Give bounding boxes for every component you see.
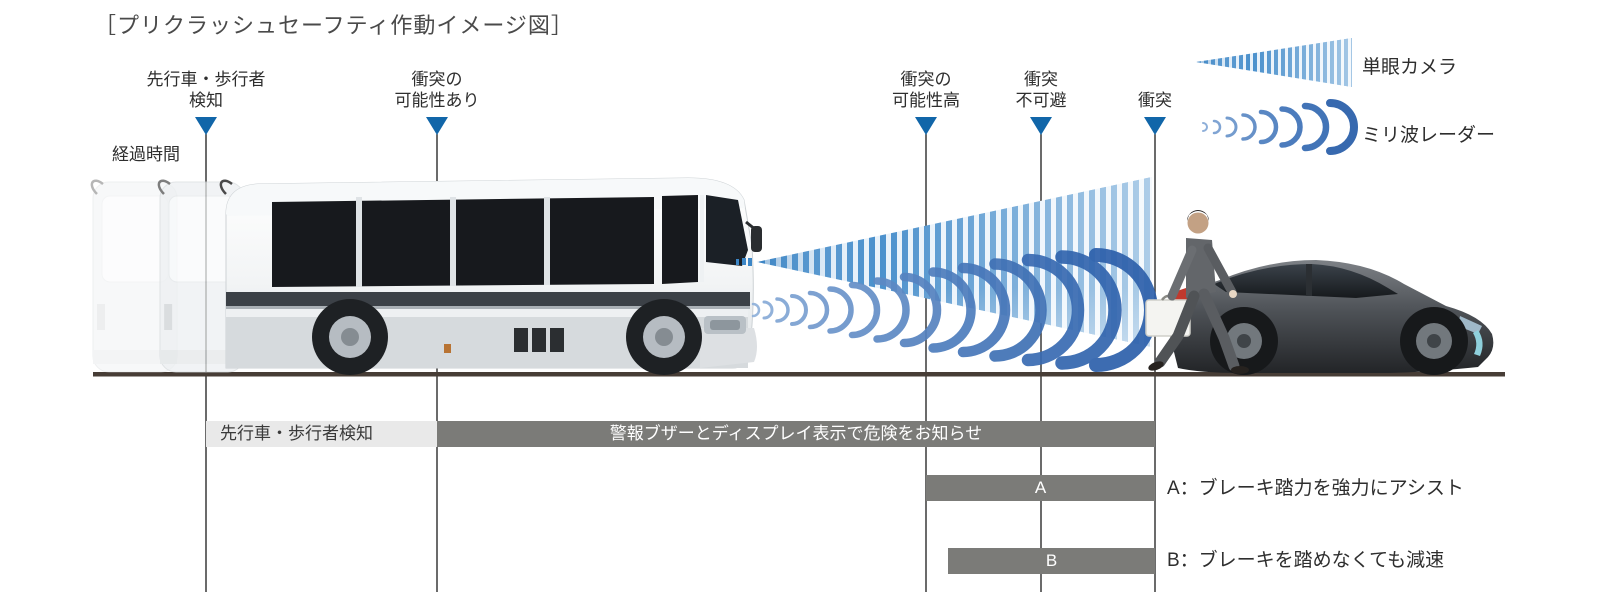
- ground-line: [93, 372, 1505, 377]
- page-title: ［プリクラッシュセーフティ作動イメージ図］: [94, 13, 574, 38]
- event-label-collision: 衝突: [1138, 91, 1172, 110]
- radar-waves-icon: [751, 248, 1158, 372]
- note-auto-brake: B：ブレーキを踏めなくても減速: [1167, 550, 1445, 571]
- event-label-detection: 先行車・歩行者 検知: [146, 70, 266, 110]
- radar-legend-label: ミリ波レーダー: [1362, 125, 1496, 146]
- camera-legend-label: 単眼カメラ: [1362, 57, 1458, 78]
- warning-phase-bar: 警報ブザーとディスプレイ表示で危険をお知らせ: [437, 421, 1155, 447]
- event-marker-icon: [1144, 117, 1166, 135]
- event-label-collision-unavoidable: 衝突 不可避: [1015, 70, 1067, 110]
- note-brake-assist: A：ブレーキ踏力を強力にアシスト: [1167, 478, 1464, 499]
- event-marker-icon: [426, 117, 448, 135]
- elapsed-time-label: 経過時間: [112, 145, 180, 164]
- event-marker-icon: [195, 117, 217, 135]
- camera-cone-icon: [736, 177, 1152, 347]
- event-label-collision-likely: 衝突の 可能性高: [892, 70, 960, 110]
- event-marker-icon: [915, 117, 937, 135]
- radar-legend-icon: [1202, 99, 1358, 155]
- auto-brake-phase-bar: B: [948, 548, 1155, 574]
- event-marker-icons: [195, 117, 1166, 135]
- event-marker-icon: [1030, 117, 1052, 135]
- pedestrian-illustration: [1145, 210, 1249, 374]
- brake-assist-phase-bar: A: [926, 475, 1155, 501]
- event-label-collision-possible: 衝突の 可能性あり: [394, 70, 480, 110]
- camera-legend-icon: [1196, 38, 1352, 87]
- detection-phase-bar: 先行車・歩行者検知: [206, 421, 437, 447]
- bus-illustration: [219, 177, 762, 375]
